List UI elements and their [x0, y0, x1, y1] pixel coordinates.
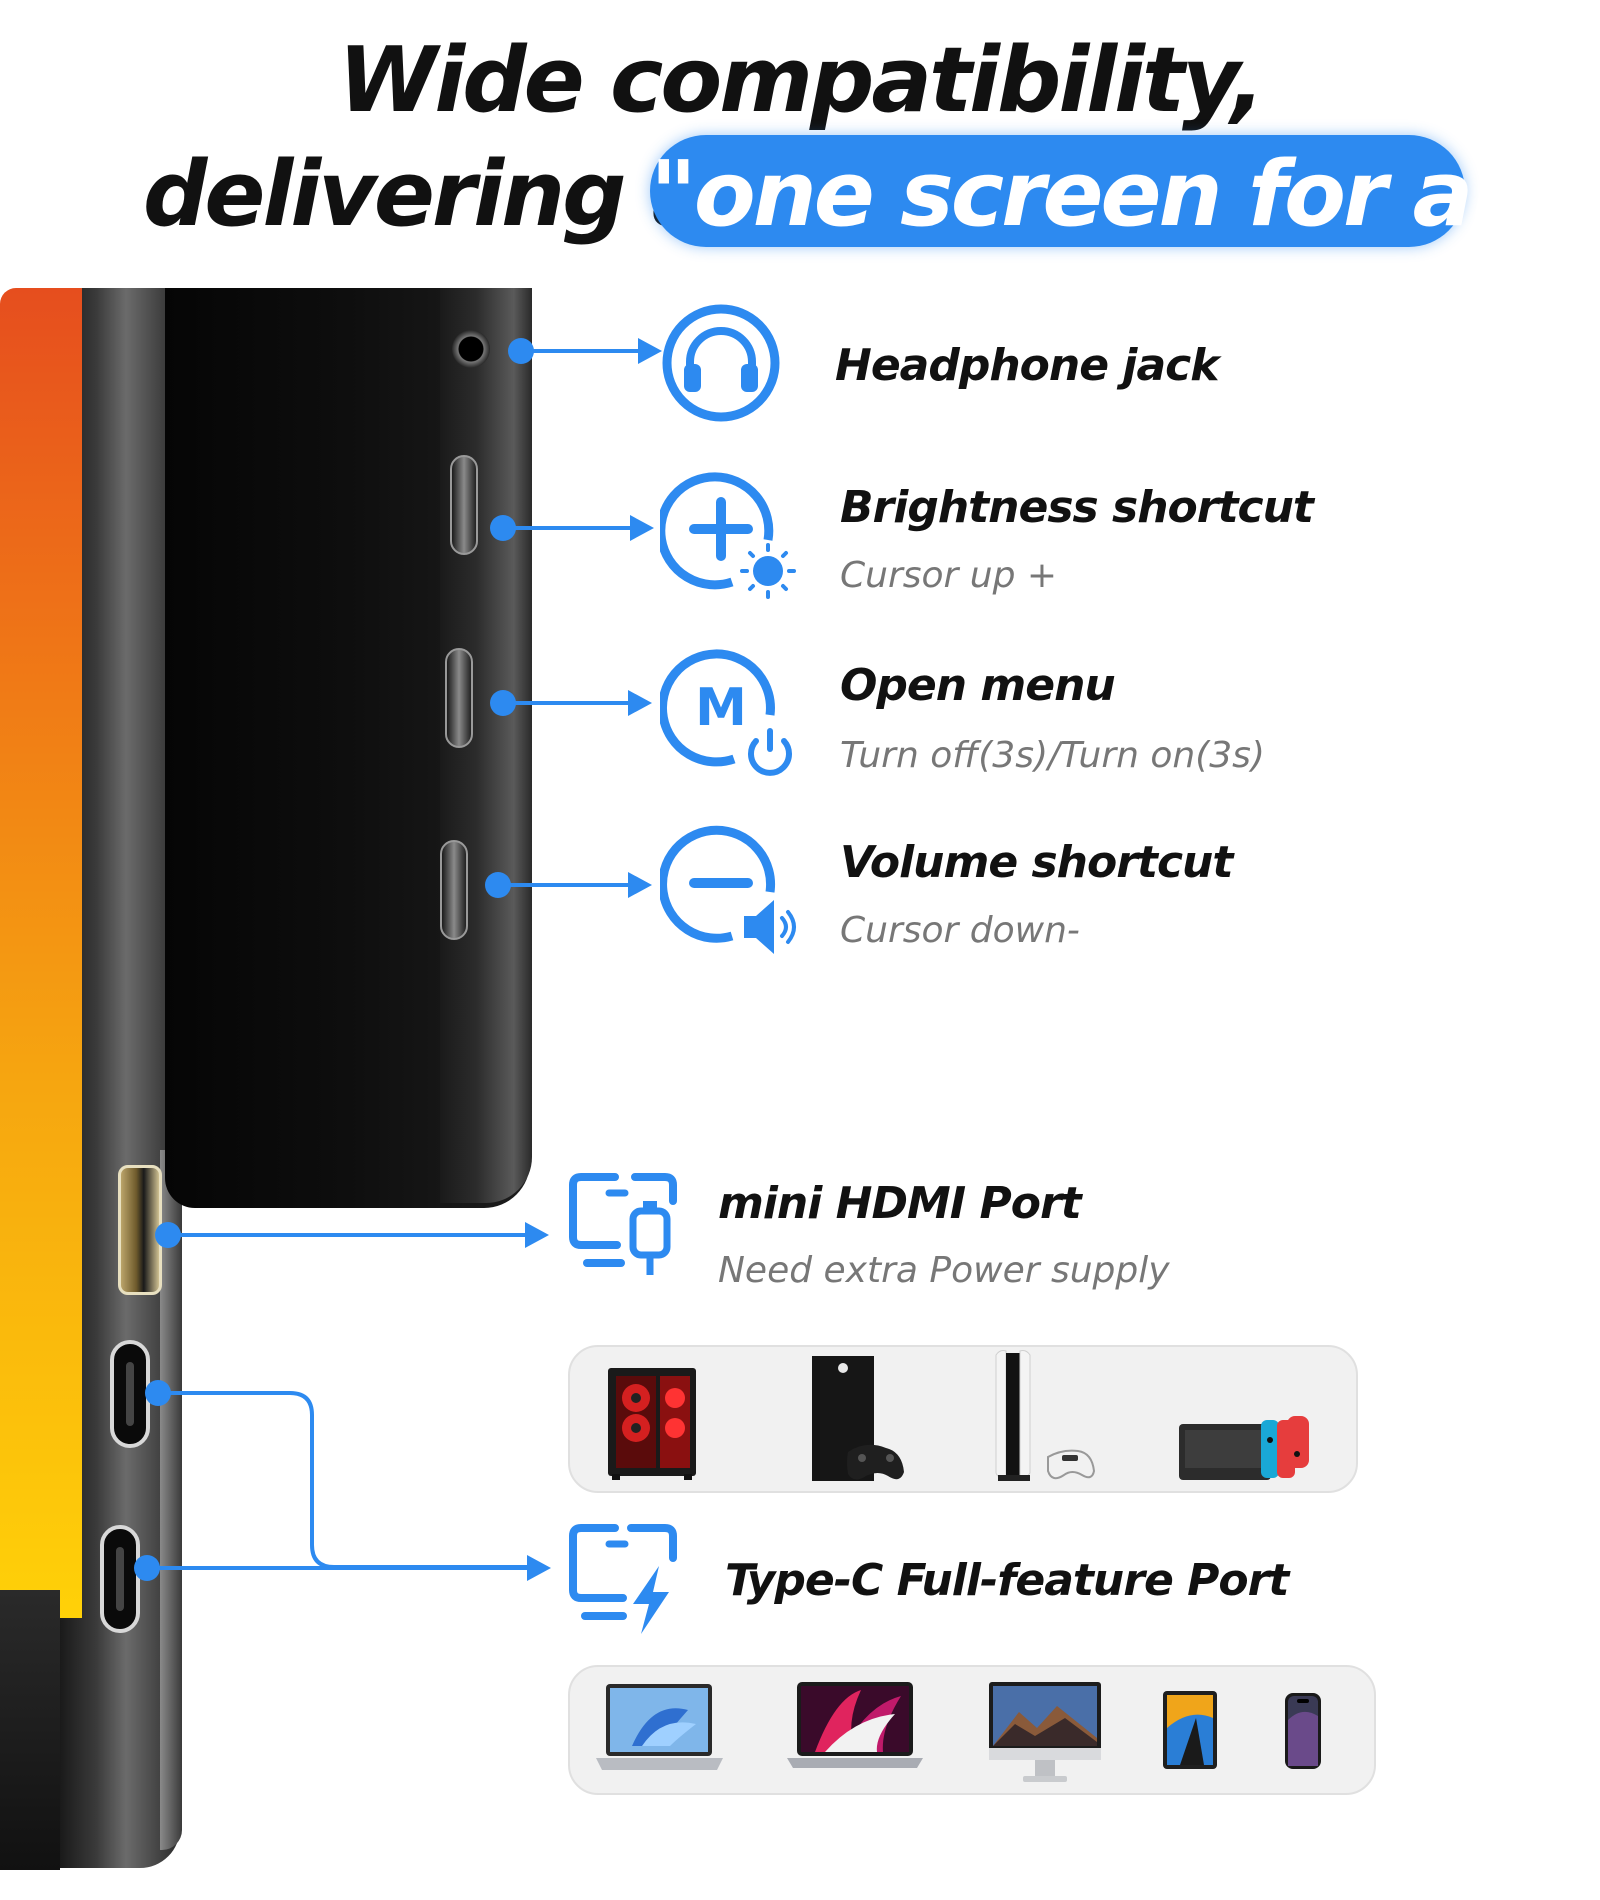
callout-arrow-hdmi [525, 1222, 549, 1248]
gaming-pc-icon [608, 1368, 696, 1480]
headphone-jack-port [452, 330, 490, 368]
iphone-icon [1285, 1693, 1321, 1769]
port-title-type-c: Type-C Full-feature Port [725, 1555, 1289, 1606]
headline-highlight: "one screen for all" [650, 142, 1573, 247]
monitor-bezel [0, 1590, 60, 1870]
ipad-icon [1163, 1691, 1217, 1769]
callout-line-volume [497, 883, 630, 887]
feature-subtitle-menu: Turn off(3s)/Turn on(3s) [840, 735, 1265, 776]
monitor-screen [0, 288, 82, 1618]
feature-subtitle-brightness: Cursor up + [840, 555, 1058, 596]
callout-arrow-brightness [630, 515, 654, 541]
callout-arrow-menu [628, 690, 652, 716]
callout-line-hdmi [167, 1233, 527, 1237]
port-subtitle-hdmi: Need extra Power supply [718, 1250, 1170, 1291]
callout-line-menu [502, 701, 630, 705]
nintendo-switch-icon [1179, 1416, 1309, 1480]
feature-title-headphone: Headphone jack [835, 340, 1220, 391]
callout-line-headphone [520, 349, 640, 353]
headline-line-1: Wide compatibility, [338, 28, 1265, 133]
monitor-hdmi-icon [569, 1173, 677, 1275]
type-c-port-2 [100, 1525, 140, 1633]
feature-title-brightness: Brightness shortcut [840, 482, 1314, 533]
volume-minus-icon [660, 825, 796, 954]
windows-laptop-icon [596, 1684, 723, 1770]
svg-text:M: M [695, 678, 747, 738]
brightness-plus-icon [660, 472, 796, 599]
brightness-button [450, 455, 478, 555]
callout-line-brightness [502, 526, 632, 530]
headline-line-2-prefix: delivering a [143, 142, 713, 247]
imac-icon [989, 1682, 1101, 1782]
macbook-icon [787, 1682, 923, 1768]
callout-arrow-headphone [638, 338, 662, 364]
xbox-console-icon [812, 1356, 904, 1481]
highlight-pill [650, 135, 1465, 247]
callout-arrow-volume [628, 872, 652, 898]
feature-title-menu: Open menu [840, 660, 1116, 711]
port-title-hdmi: mini HDMI Port [718, 1178, 1082, 1229]
menu-button [445, 648, 473, 748]
monitor-lightning-icon [569, 1524, 677, 1634]
volume-button [440, 840, 468, 940]
feature-title-volume: Volume shortcut [840, 837, 1233, 888]
monitor-edge-highlight [160, 1150, 182, 1850]
playstation-console-icon [995, 1350, 1096, 1481]
feature-subtitle-volume: Cursor down- [840, 910, 1080, 951]
headphones-icon [662, 304, 780, 422]
menu-power-icon: M [660, 649, 792, 776]
